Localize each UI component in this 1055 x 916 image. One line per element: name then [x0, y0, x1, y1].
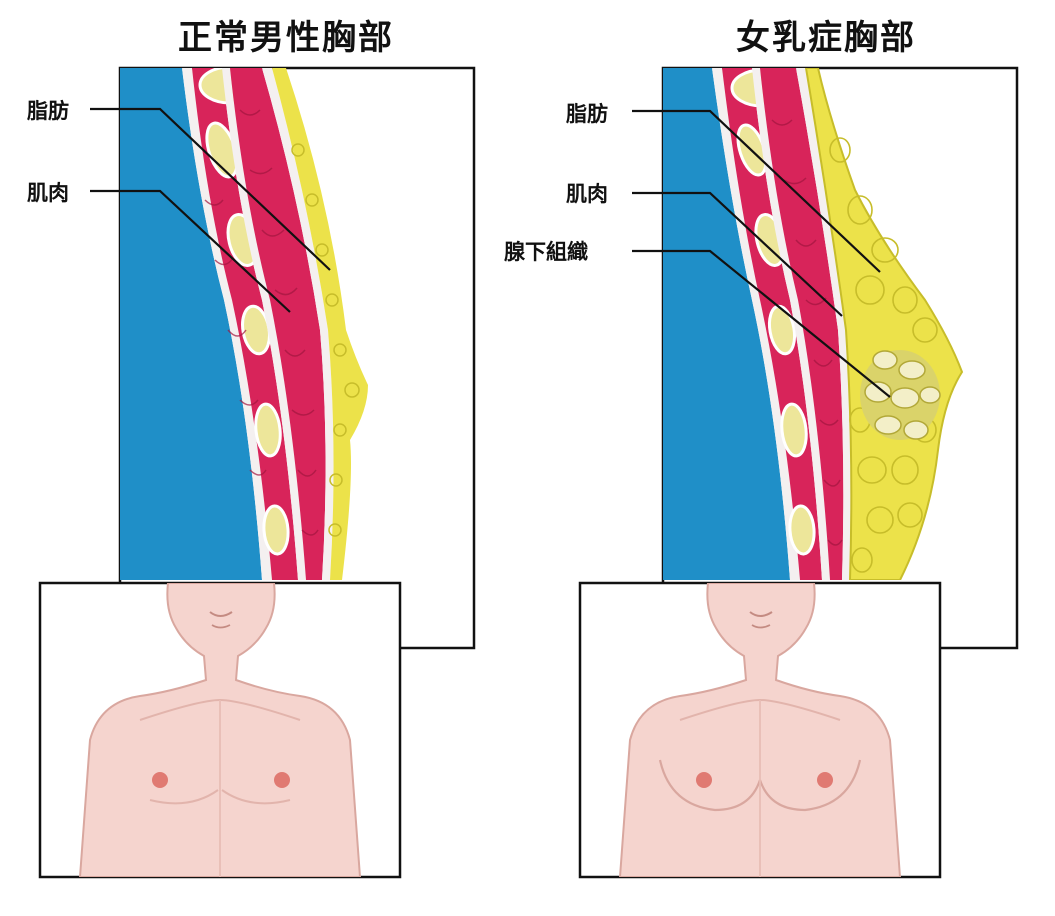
right-label-fat: 脂肪	[566, 102, 608, 126]
right-leader-gland	[632, 249, 891, 398]
left-nipple-left	[152, 772, 168, 788]
left-membrane	[182, 68, 272, 580]
right-cross-section	[632, 66, 1019, 650]
right-label-gland: 腺下組織	[504, 240, 588, 264]
right-chest-wall	[663, 68, 790, 580]
left-chest-wall	[120, 68, 262, 580]
left-cross-section	[90, 66, 476, 650]
right-nipple-right	[817, 772, 833, 788]
right-label-muscle: 肌肉	[566, 182, 608, 206]
right-leader-muscle	[632, 191, 843, 317]
left-leader-muscle	[90, 189, 291, 313]
right-title: 女乳症胸部	[736, 18, 916, 58]
left-torso-panel	[38, 581, 402, 879]
left-fat-layer	[272, 68, 368, 580]
right-muscle-outer	[760, 68, 844, 580]
right-fat-layer	[804, 68, 964, 580]
right-torso-panel	[578, 581, 942, 879]
left-muscle-outer	[230, 68, 326, 580]
left-title: 正常男性胸部	[178, 18, 394, 58]
right-gland-tissue	[860, 350, 941, 440]
left-label-muscle: 肌肉	[27, 181, 69, 205]
right-nipple-left	[696, 772, 712, 788]
left-label-fat: 脂肪	[27, 99, 69, 123]
left-nipple-right	[274, 772, 290, 788]
right-leader-fat	[632, 109, 881, 273]
left-leader-fat	[90, 107, 331, 271]
